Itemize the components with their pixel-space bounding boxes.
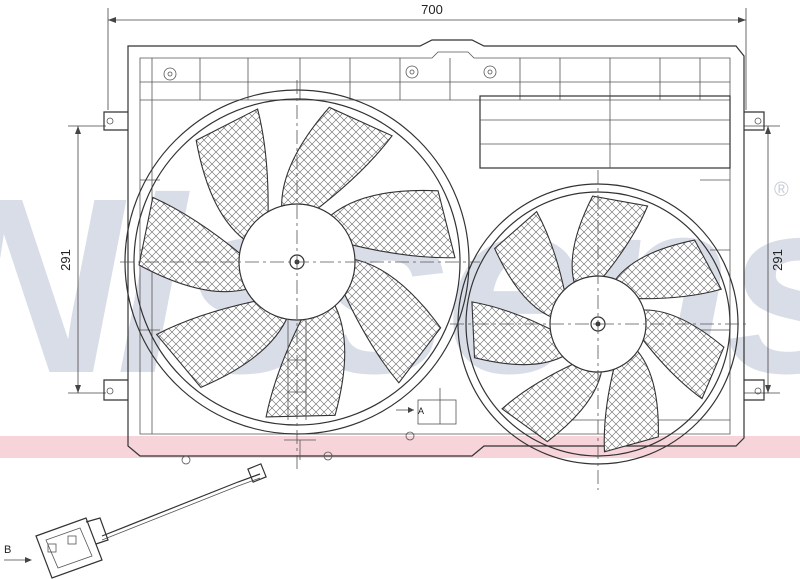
left-fan [120,80,480,470]
width-dimension-label: 700 [421,2,443,17]
callout-a-label: A [418,406,424,416]
left-fan-blade [341,257,442,384]
right-fan [450,170,746,490]
right-fan-blade [571,195,649,287]
left-height-dimension-label: 291 [58,249,73,271]
right-fan-blade [501,361,603,443]
left-fan-blade [155,299,290,389]
left-fan-blade [265,299,346,418]
callout-b-label: B [4,544,11,556]
right-height-dimension-label: 291 [770,249,785,271]
left-fan-blade [325,189,456,259]
right-fan-blades [471,195,725,453]
left-fan-blade [138,196,253,293]
right-fan-blade [612,239,722,300]
width-dimension [107,8,747,110]
right-fan-blade [493,210,566,319]
watermark-registered-mark: ® [774,179,789,201]
wire-harness [101,463,267,541]
right-fan-blade [603,347,659,453]
right-fan-blade [639,309,725,400]
right-height-dimension [744,125,780,394]
watermark-band [0,436,800,458]
left-height-dimension [68,125,106,394]
shroud-frame [103,39,765,465]
right-fan-blade [471,301,568,366]
left-fan-blades [138,106,456,418]
left-fan-blade [195,108,269,244]
callout-a-arrow [396,407,414,413]
callout-b-arrow [4,557,32,563]
electrical-connector [35,517,109,579]
left-fan-blade [281,106,393,213]
